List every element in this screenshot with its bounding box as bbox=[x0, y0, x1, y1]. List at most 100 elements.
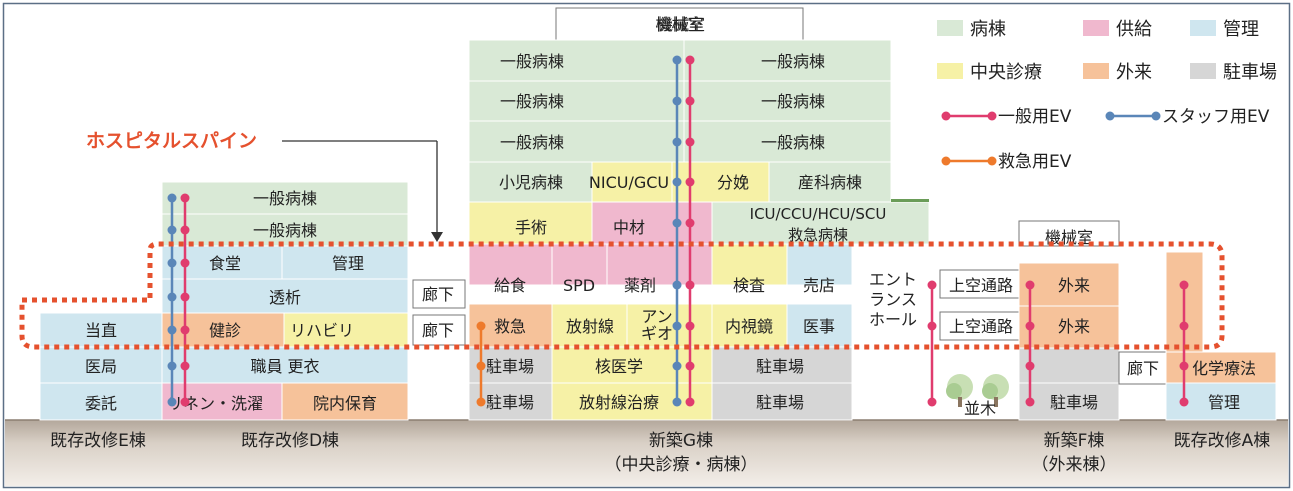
legend-swatch-supply bbox=[1083, 20, 1109, 36]
room-label-g-ward-5-r: 一般病棟 bbox=[761, 92, 825, 111]
room-label-g-parking-b1-l: 駐車場 bbox=[486, 357, 534, 376]
room-d-dialysis bbox=[161, 278, 409, 314]
building-label-g-line1: 新築G棟 bbox=[649, 431, 713, 451]
room-label-g-nuclear: 核医学 bbox=[595, 357, 643, 376]
general-ev-stop bbox=[685, 397, 695, 407]
room-skyway-2 bbox=[939, 311, 1023, 341]
room-label-corridor-2: 廊下 bbox=[422, 321, 454, 340]
room-g-pharmacy bbox=[606, 243, 713, 286]
room-label-corridor-3: 廊下 bbox=[1127, 359, 1159, 378]
general-ev-stop bbox=[180, 225, 190, 235]
room-g-machine bbox=[555, 7, 804, 41]
room-label-g-spd: SPD bbox=[563, 276, 595, 295]
room-d-ward-b bbox=[161, 213, 409, 247]
room-label-g-ward-4-r: 一般病棟 bbox=[761, 133, 825, 152]
room-label-f-outpatient-2: 外来 bbox=[1058, 276, 1090, 295]
room-d-rehab bbox=[283, 312, 409, 348]
room-label-g-ward-4-l: 一般病棟 bbox=[500, 133, 564, 152]
room-label-f-parking: 駐車場 bbox=[1050, 393, 1098, 412]
room-label-g-sterile: 中材 bbox=[613, 218, 645, 237]
general-ev-stop bbox=[1179, 280, 1189, 290]
room-label-d-cafeteria: 食堂 bbox=[209, 254, 241, 273]
legend-dot-emergency bbox=[941, 156, 951, 166]
room-g-icu bbox=[711, 201, 930, 245]
room-label-f-outpatient-1: 外来 bbox=[1058, 317, 1090, 336]
room-label-d-rehab: リハビリ bbox=[290, 321, 354, 340]
room-label-g-parking-b2-r: 駐車場 bbox=[756, 393, 804, 412]
general-ev-stop bbox=[927, 321, 937, 331]
room-label-g-parking-b2-l: 駐車場 bbox=[486, 393, 534, 412]
building-label-a: 既存改修A棟 bbox=[1174, 431, 1271, 451]
room-label-skyway-1: 上空通路 bbox=[949, 276, 1013, 295]
room-e-medoffice bbox=[39, 346, 163, 384]
room-label-g-endoscopy: 内視鏡 bbox=[725, 317, 773, 336]
room-g-nicu bbox=[591, 161, 673, 203]
legend-dot-staff bbox=[1105, 111, 1115, 121]
room-label-d-checkup: 健診 bbox=[209, 321, 241, 340]
room-label-g-parking-b1-r: 駐車場 bbox=[756, 357, 804, 376]
general-ev-stop bbox=[1179, 397, 1189, 407]
legend-label-admin: 管理 bbox=[1223, 19, 1259, 40]
room-label-e-outsource: 委託 bbox=[85, 394, 117, 413]
legend-label-ward: 病棟 bbox=[970, 19, 1006, 40]
room-g-parking-b2-r bbox=[711, 382, 853, 421]
general-ev-stop bbox=[685, 218, 695, 228]
legend-swatch-ward bbox=[937, 20, 963, 36]
general-ev-stop bbox=[180, 258, 190, 268]
roof-garden bbox=[891, 199, 929, 202]
room-g-surgery bbox=[468, 201, 593, 245]
room-g-nuclear bbox=[551, 346, 713, 384]
legend-swatch-outpatient bbox=[1083, 63, 1109, 79]
room-label-entrance-1: エント bbox=[869, 270, 917, 289]
staff-ev-stop bbox=[167, 397, 177, 407]
room-label-g-angio-2: ギオ bbox=[641, 324, 673, 343]
legend-dot-staff bbox=[1151, 111, 1161, 121]
room-label-trees: 並木 bbox=[964, 399, 996, 418]
arrow-head-icon bbox=[431, 232, 443, 242]
general-ev-stop bbox=[1025, 321, 1035, 331]
legend-label-supply: 供給 bbox=[1116, 19, 1152, 40]
room-d-ward-a bbox=[161, 181, 409, 215]
room-label-g-lab: 検査 bbox=[733, 276, 765, 295]
legend-dot-emergency bbox=[987, 156, 997, 166]
room-label-entrance-3: ホール bbox=[869, 310, 917, 329]
building-label-d: 既存改修D棟 bbox=[241, 431, 339, 451]
room-g-spd bbox=[551, 243, 608, 286]
room-g-ward-6-r bbox=[683, 39, 892, 82]
tree-trunk bbox=[958, 397, 962, 407]
staff-ev-stop bbox=[672, 137, 682, 147]
general-ev-stop bbox=[685, 177, 695, 187]
staff-ev-stop bbox=[672, 397, 682, 407]
legend-swatch-parking bbox=[1190, 63, 1216, 79]
general-ev-stop bbox=[1025, 397, 1035, 407]
room-d-admin bbox=[281, 245, 409, 280]
room-label-g-surgery: 手術 bbox=[515, 218, 547, 237]
room-label-g-ward-6-r: 一般病棟 bbox=[761, 52, 825, 71]
room-label-d-admin: 管理 bbox=[332, 254, 364, 273]
room-g-shop bbox=[786, 243, 853, 286]
room-g-lab bbox=[711, 243, 788, 286]
room-label-d-ward-b: 一般病棟 bbox=[253, 221, 317, 240]
staff-ev-stop bbox=[167, 225, 177, 235]
room-label-g-icu-line2: 救急病棟 bbox=[788, 226, 848, 244]
room-label-skyway-2: 上空通路 bbox=[949, 317, 1013, 336]
staff-ev-stop bbox=[672, 280, 682, 290]
staff-ev-stop bbox=[167, 361, 177, 371]
general-ev-stop bbox=[180, 325, 190, 335]
legend-swatch-admin bbox=[1190, 20, 1216, 36]
room-label-g-radiology: 放射線 bbox=[566, 317, 614, 336]
room-g-parking-b1-r bbox=[711, 346, 853, 384]
general-ev-stop bbox=[1025, 280, 1035, 290]
room-label-g-ward-6-l: 一般病棟 bbox=[500, 52, 564, 71]
room-corridor-3 bbox=[1118, 351, 1168, 385]
room-corridor-1 bbox=[412, 279, 466, 309]
room-label-g-pharmacy: 薬剤 bbox=[624, 276, 656, 295]
room-e-oncall bbox=[39, 312, 163, 348]
room-label-d-ward-a: 一般病棟 bbox=[253, 189, 317, 208]
general-ev-stop bbox=[685, 96, 695, 106]
building-label-e: 既存改修E棟 bbox=[50, 431, 146, 451]
general-ev-stop bbox=[927, 397, 937, 407]
staff-ev-stop bbox=[167, 193, 177, 203]
room-label-a-chemo: 化学療法 bbox=[1192, 359, 1256, 378]
